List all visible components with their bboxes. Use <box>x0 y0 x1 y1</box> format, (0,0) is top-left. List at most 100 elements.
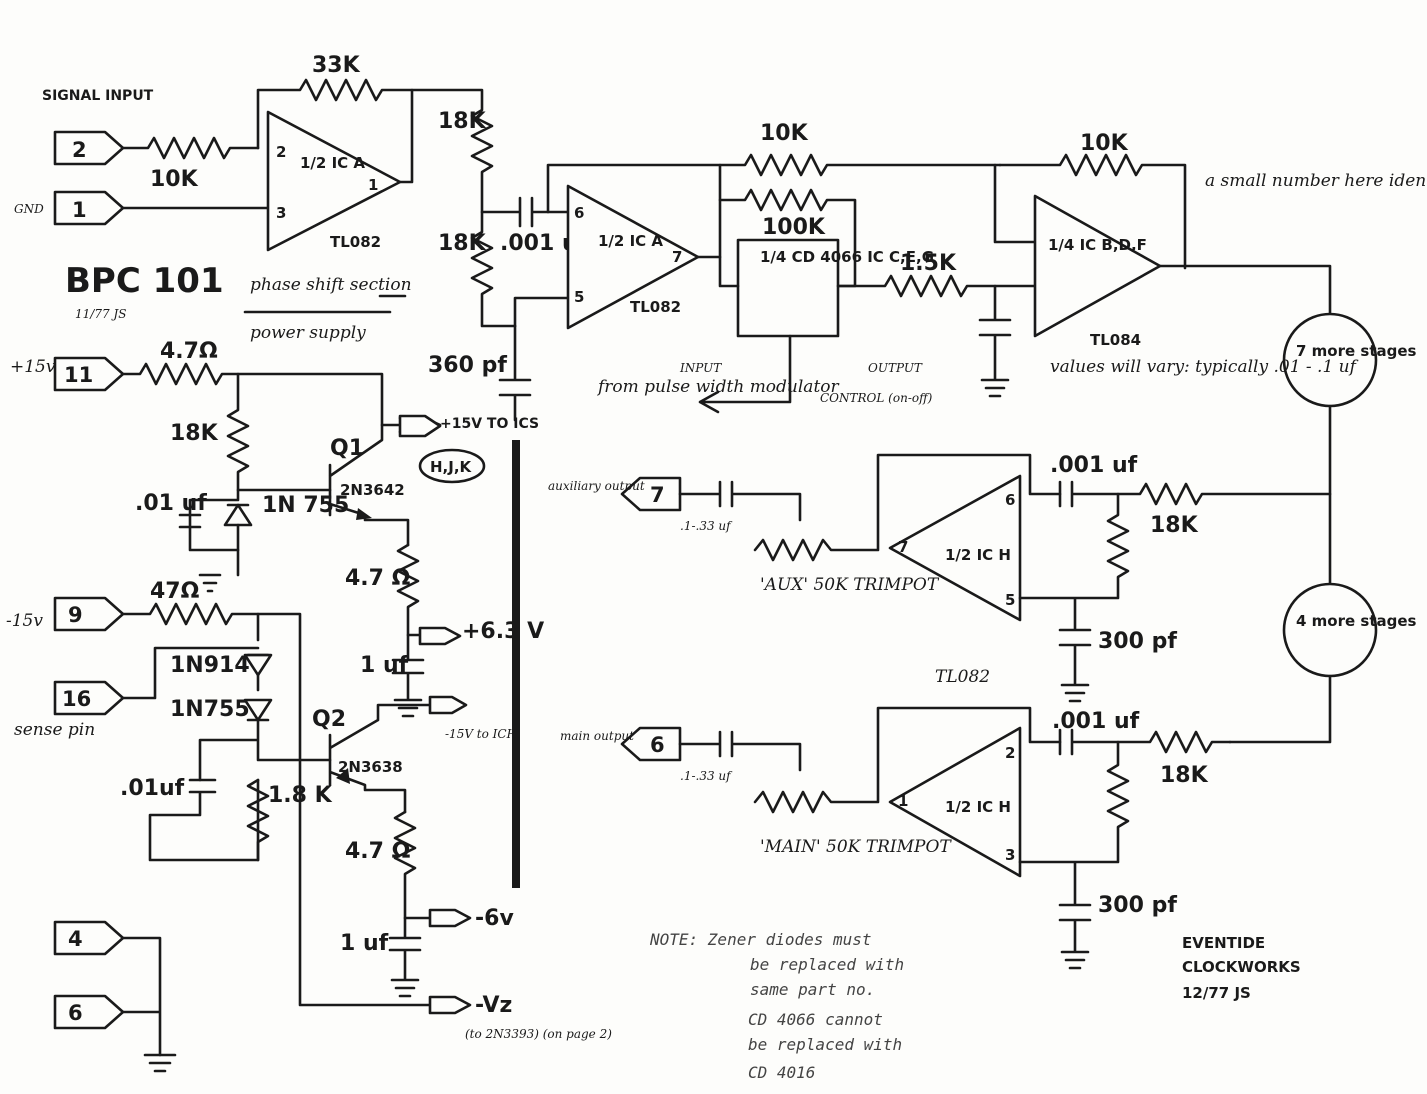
zener-pos-bar <box>226 503 250 552</box>
r-top2 <box>718 188 857 288</box>
switch-4066 <box>736 238 840 338</box>
q1-transistor <box>328 423 410 547</box>
connector-6b-label: 6 <box>68 1001 83 1025</box>
cap-aux-in-label: .001 uf <box>1050 453 1138 478</box>
opamp-b <box>1033 194 1162 338</box>
opamp-a1-pin3: 3 <box>276 204 286 222</box>
cap-r-main-in <box>1058 728 1232 756</box>
minus15-label: -15v <box>6 611 43 631</box>
r-neg-bias <box>246 778 270 862</box>
note-line6: CD 4016 <box>748 1063 815 1082</box>
connector-6b: 6 <box>53 994 125 1030</box>
r-div-bot-label: 18K <box>438 231 487 256</box>
opamp-a2-type: TL082 <box>630 298 681 316</box>
outvz-tag <box>428 995 472 1015</box>
r-neg-emitter-label: 4.7 Ω <box>345 839 411 864</box>
opamp-a1-ic: 1/2 IC A <box>300 154 365 172</box>
switch-input-label: INPUT <box>679 361 722 375</box>
out63-label: +6.3 V <box>462 619 544 644</box>
out15-ics-ring <box>418 448 486 484</box>
gnd-label: GND <box>14 202 44 216</box>
opamp-h1-ic: 1/2 IC H <box>945 546 1011 564</box>
connector-2: 2 <box>53 130 125 166</box>
r-top3-label: 10K <box>1080 131 1129 156</box>
r-aux-in-label: 18K <box>1150 513 1199 538</box>
switch-ic: 1/4 CD 4066 IC C,E,G <box>760 248 934 266</box>
r-top1 <box>696 153 1002 259</box>
more7-label: 7 more stages <box>1296 342 1417 360</box>
connector-7-label: 7 <box>650 483 665 507</box>
cap-main-in-label: .001 uf <box>1052 709 1140 734</box>
aux-feedback-cap <box>1018 492 1130 703</box>
r-neg-series-label: 47Ω <box>150 579 200 604</box>
divider-rail <box>512 440 520 888</box>
r-neg-series <box>121 602 432 1007</box>
diode2-bar <box>198 718 332 782</box>
connector-1-label: 1 <box>72 198 87 222</box>
r-pos-series <box>121 362 402 427</box>
cap-bias-label: 360 pf <box>428 353 507 378</box>
zener-pos <box>223 503 253 527</box>
opamp-h1-pin6: 6 <box>1005 491 1015 509</box>
diode2 <box>243 698 273 722</box>
q1-emitter-arrow <box>356 508 372 520</box>
board-date: 11/77 JS <box>75 307 126 321</box>
connector-6-label: 6 <box>650 733 665 757</box>
stage-out-wire <box>1158 264 1332 322</box>
opamp-b-neg-wire <box>993 163 1037 244</box>
out63-tag <box>418 626 462 646</box>
trimpot-aux <box>753 453 1062 562</box>
r-input-label: 10K <box>150 167 199 192</box>
main-feedback-cap <box>1018 740 1130 970</box>
pwm-label: from pulse width modulator <box>596 377 840 397</box>
out15-neg-tag <box>428 695 468 715</box>
trimpot-main-label: 'MAIN' 50K TRIMPOT <box>760 837 952 857</box>
cap-neg <box>148 778 260 862</box>
q2-transistor <box>328 703 432 814</box>
link-4-main <box>1228 674 1332 744</box>
credit-line1: EVENTIDE <box>1182 934 1265 952</box>
note-line5: be replaced with <box>748 1035 902 1054</box>
cap-neg-label: .01uf <box>120 776 185 801</box>
cap-coupling <box>480 163 722 228</box>
cap-aux-out-label: .1-.33 uf <box>680 519 733 533</box>
trimpot-aux-label: 'AUX' 50K TRIMPOT <box>760 575 940 595</box>
r-pos-bias <box>226 372 332 492</box>
cap-phase <box>978 284 1012 398</box>
board-title: BPC 101 <box>65 261 224 301</box>
r-neg-emitter <box>393 810 432 920</box>
r-top1-label: 10K <box>760 121 809 146</box>
cap-pos-label: .01 uf <box>135 491 207 516</box>
r-top2-label: 100K <box>762 215 826 240</box>
trimpot-main <box>753 706 1062 814</box>
opamp-a1-pin1: 1 <box>368 176 378 194</box>
connector-9-label: 9 <box>68 603 83 627</box>
cap-r-aux-in <box>1058 480 1332 508</box>
connector-4: 4 <box>53 920 125 956</box>
r-pos-emitter <box>396 543 422 637</box>
cap-pos <box>178 513 202 529</box>
r-div-top-label: 18K <box>438 109 487 134</box>
section-divider <box>243 294 407 314</box>
r-input <box>121 136 260 160</box>
opamp-h1-pin7: 7 <box>898 538 908 556</box>
diode2-label: 1N755 <box>170 697 250 722</box>
connector-16-label: 16 <box>62 687 91 711</box>
opamp-h2-pin1: 1 <box>898 792 908 810</box>
cap-pos-out-label: 1 uf <box>360 653 409 678</box>
opamp-a2 <box>566 184 700 330</box>
r-feedback <box>256 78 414 184</box>
ground-symbol <box>143 1053 177 1073</box>
cap-pos-out <box>391 633 425 718</box>
opamp-b-ic: 1/4 IC B,D,F <box>1048 236 1147 254</box>
r-pos-emitter-label: 4.7 Ω <box>345 566 411 591</box>
section-lower: power supply <box>250 323 366 343</box>
opamp-h2 <box>888 726 1022 878</box>
pos-bias-wire <box>188 488 240 577</box>
switch-control-label: CONTROL (on-off) <box>820 391 933 405</box>
opamp-h-type: TL082 <box>935 667 990 687</box>
note-line3: same part no. <box>750 980 875 999</box>
cap-note: values will vary: typically .01 - .1 uf <box>1050 357 1359 377</box>
connector-1: 1 <box>53 190 125 226</box>
